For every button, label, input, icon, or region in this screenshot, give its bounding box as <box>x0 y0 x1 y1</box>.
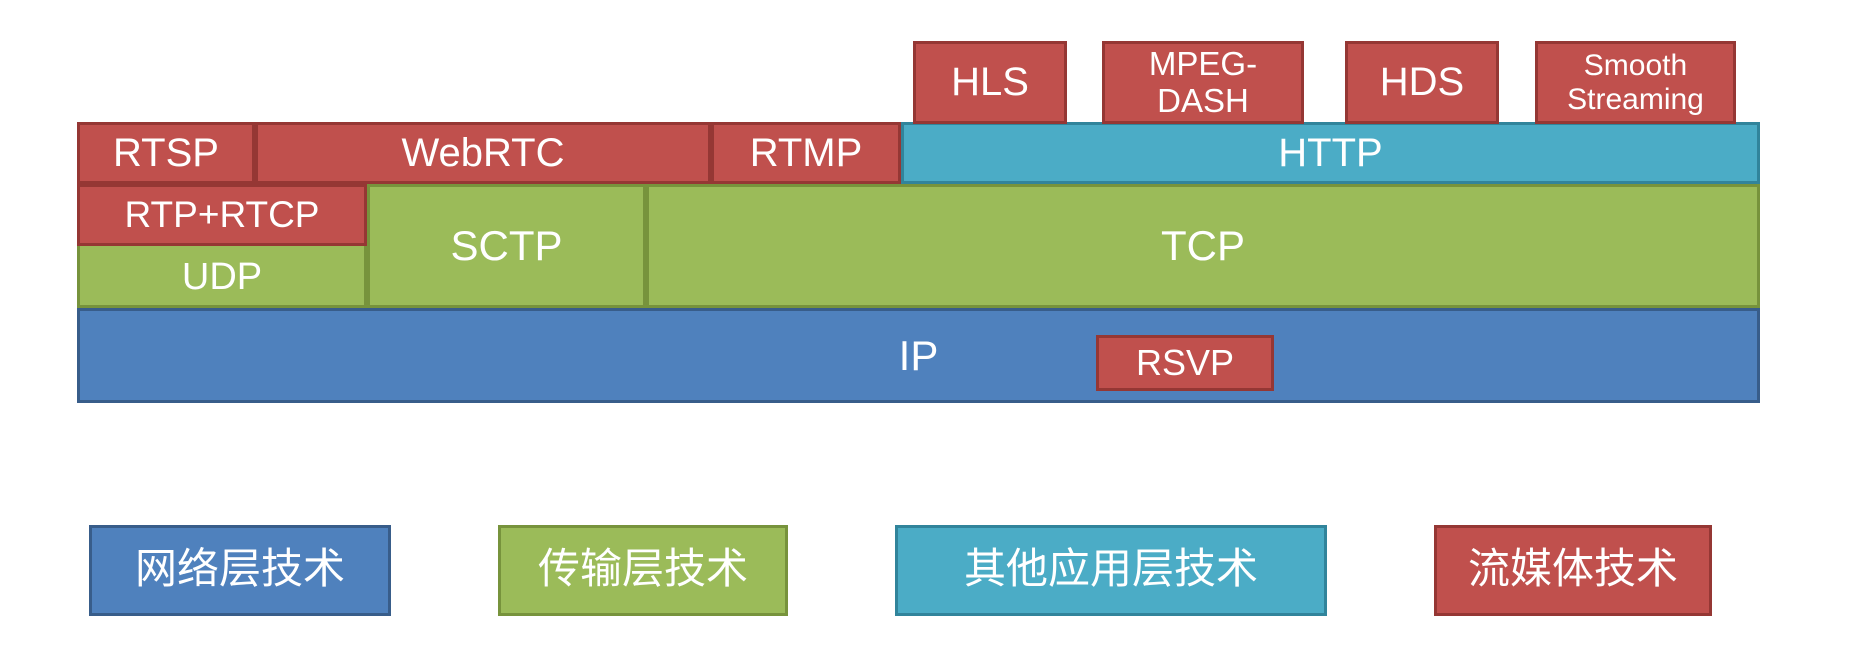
legend-streaming-media: 流媒体技术 <box>1434 525 1712 616</box>
legend-network-layer: 网络层技术 <box>89 525 391 616</box>
box-rsvp: RSVP <box>1096 335 1274 391</box>
box-tcp: TCP <box>646 184 1760 308</box>
box-http: HTTP <box>901 122 1760 184</box>
box-hds: HDS <box>1345 41 1499 124</box>
box-webrtc: WebRTC <box>255 122 711 184</box>
box-rtmp: RTMP <box>711 122 901 184</box>
udp-label: UDP <box>181 255 263 298</box>
box-ip: IP <box>77 308 1760 403</box>
box-sctp: SCTP <box>367 184 646 308</box>
legend-other-application-layer: 其他应用层技术 <box>895 525 1327 616</box>
box-rtsp: RTSP <box>77 122 255 184</box>
legend-transport-layer: 传输层技术 <box>498 525 788 616</box>
box-mpeg-dash: MPEG- DASH <box>1102 41 1304 124</box>
box-hls: HLS <box>913 41 1067 124</box>
box-rtp-rtcp: RTP+RTCP <box>77 184 367 246</box>
box-smooth-streaming: Smooth Streaming <box>1535 41 1736 124</box>
